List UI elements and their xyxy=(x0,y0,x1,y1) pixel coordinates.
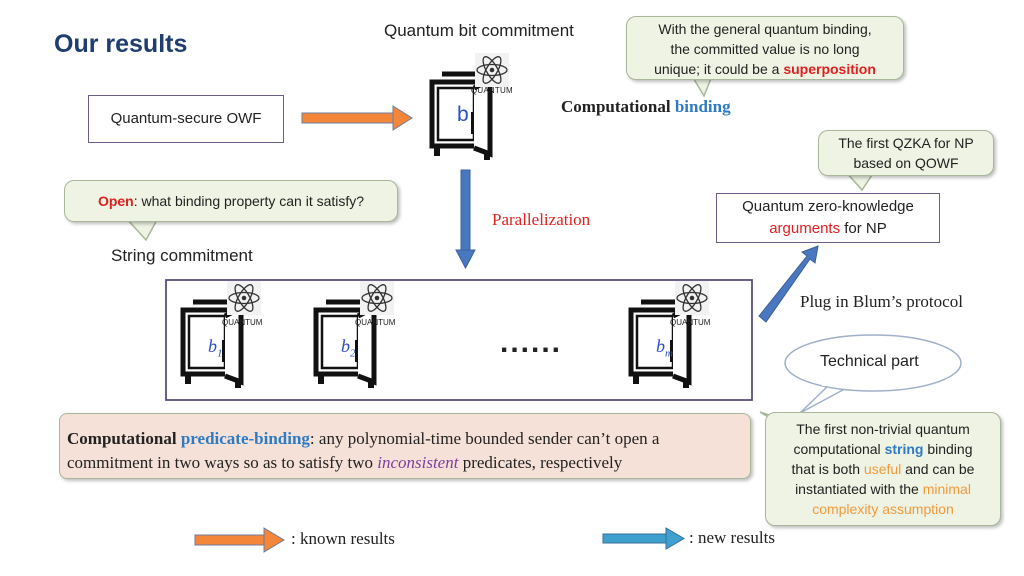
atom-icon xyxy=(474,52,510,88)
page-title: Our results xyxy=(54,30,188,58)
callout-quantum-binding: With the general quantum binding, the co… xyxy=(626,16,904,80)
predicate-line: commitment in two ways so as to satisfy … xyxy=(67,453,623,472)
callout-open-question: Open: what binding property can it satis… xyxy=(64,180,398,222)
qzk-line: Quantum zero-knowledge xyxy=(742,198,914,215)
parallelization-label: Parallelization xyxy=(492,210,591,229)
bit-commitment-label: Quantum bit commitment xyxy=(384,21,574,40)
predicate-binding-box: Computational predicate-binding: any pol… xyxy=(59,413,751,479)
callout-qzka: The first QZKA for NP based on QOWF xyxy=(818,130,994,176)
ellipsis-dots: ...... xyxy=(500,326,563,359)
blum-protocol-label: Plug in Blum’s protocol xyxy=(800,292,963,311)
blue-arrow-parallelization xyxy=(455,169,476,270)
callout-text: computational string binding xyxy=(793,441,973,457)
qzk-line: arguments for NP xyxy=(769,220,887,237)
vault-1-symbol: b1 xyxy=(208,336,223,360)
vault-label: QUANTUM xyxy=(222,318,263,327)
vault-label: QUANTUM xyxy=(471,86,513,95)
callout-text: the committed value is no long xyxy=(670,41,860,57)
string-commitment-label: String commitment xyxy=(111,246,253,265)
vault-label: QUANTUM xyxy=(355,318,396,327)
qzk-arguments-box: Quantum zero-knowledge arguments for NP xyxy=(716,193,940,243)
orange-arrow-owf xyxy=(301,105,413,131)
vault-m-symbol: bm xyxy=(656,336,673,360)
owf-box: Quantum-secure OWF xyxy=(88,95,284,143)
technical-part-label: Technical part xyxy=(820,353,919,370)
atom-icon xyxy=(674,280,710,316)
blue-arrow-blum xyxy=(758,245,819,323)
atom-icon xyxy=(226,280,262,316)
callout-text: The first non-trivial quantum xyxy=(796,421,970,437)
callout-text: instantiated with the minimal xyxy=(795,481,971,497)
callout-text: that is both useful and can be xyxy=(791,461,975,477)
legend-new-results: : new results xyxy=(689,528,775,547)
legend-known-results: : known results xyxy=(291,529,395,548)
callout-text: unique; it could be a superposition xyxy=(654,61,876,77)
legend-orange-arrow xyxy=(194,527,285,553)
callout-string-binding: The first non-trivial quantum computatio… xyxy=(765,412,1001,526)
callout-text: complexity assumption xyxy=(812,501,954,517)
callout-text: With the general quantum binding, xyxy=(658,21,872,37)
bit-symbol: b xyxy=(457,103,469,126)
computational-binding-label: Computational binding xyxy=(561,97,731,116)
technical-part-bubble xyxy=(784,334,962,414)
legend-blue-arrow xyxy=(602,527,685,550)
predicate-line: Computational predicate-binding: any pol… xyxy=(67,429,660,448)
atom-icon xyxy=(359,280,395,316)
callout-text: based on QOWF xyxy=(853,155,959,171)
vault-2-symbol: b2 xyxy=(341,336,356,360)
callout-text: The first QZKA for NP xyxy=(838,135,974,151)
vault-label: QUANTUM xyxy=(670,318,711,327)
